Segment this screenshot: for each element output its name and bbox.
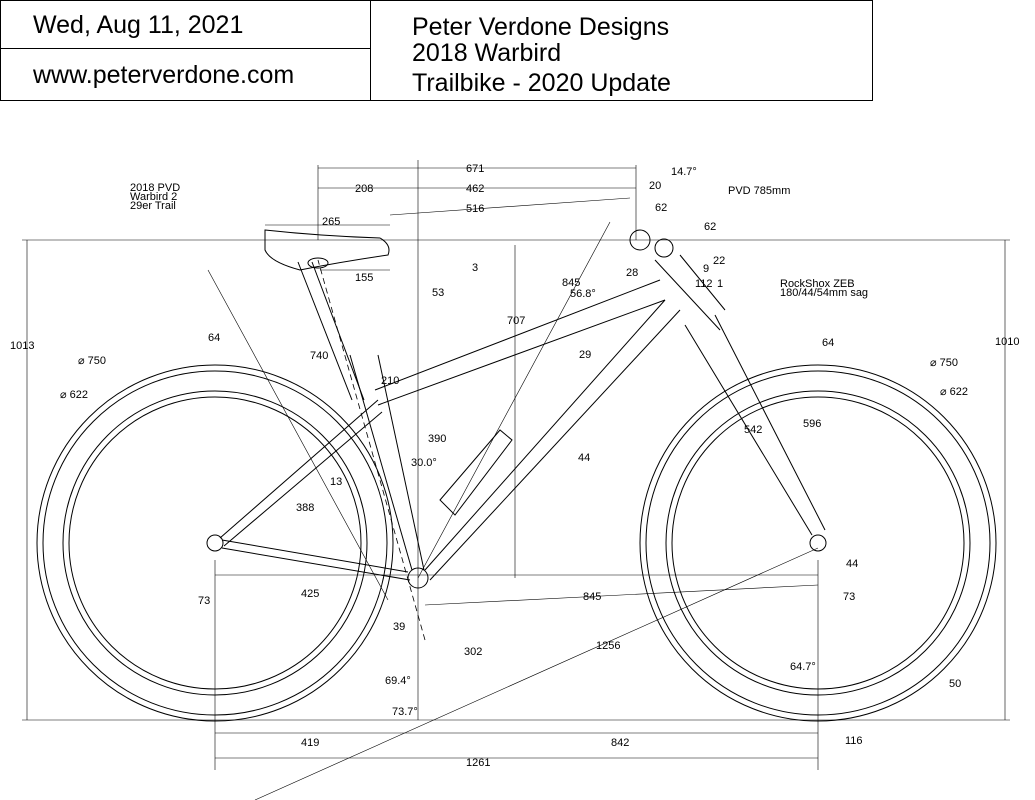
header-title-line3: Trailbike - 2020 Update — [412, 69, 671, 97]
dim-label: 22 — [713, 255, 725, 267]
dim-label: 50 — [949, 678, 961, 690]
dim-label: 3 — [472, 262, 478, 274]
dim-label: 39 — [393, 621, 405, 633]
dim-label: 155 — [355, 272, 373, 284]
dim-label: 208 — [355, 183, 373, 195]
dim-label: 1256 — [596, 640, 620, 652]
dim-label: 671 — [466, 163, 484, 175]
header-website: www.peterverdone.com — [33, 61, 295, 89]
dim-label: 53 — [432, 287, 444, 299]
dim-label: 842 — [611, 737, 629, 749]
dim-label: 14.7° — [671, 166, 697, 178]
note-line2: Warbird 2 — [130, 191, 177, 203]
dim-label: 516 — [466, 203, 484, 215]
dim-label: 56.8° — [570, 288, 596, 300]
dim-label: 73 — [843, 591, 855, 603]
dim-label: 116 — [845, 735, 863, 747]
rear-wheel — [36, 364, 394, 722]
fork-callout-line1: RockShox ZEB — [780, 278, 855, 290]
dim-label: 425 — [301, 588, 319, 600]
dim-label: 64.7° — [790, 661, 816, 673]
header-title-line1: Peter Verdone Designs — [412, 13, 670, 41]
dim-label: 542 — [744, 424, 762, 436]
frame — [219, 229, 826, 641]
reference-lines — [22, 160, 1010, 800]
dim-label: ⌀ 750 — [930, 357, 958, 369]
note-line1: 2018 PVD — [130, 182, 180, 194]
dim-label: 30.0° — [411, 457, 437, 469]
dim-label: 62 — [704, 221, 716, 233]
dim-label: 1261 — [466, 757, 490, 769]
dim-label: 69.4° — [385, 675, 411, 687]
dim-label: 44 — [578, 452, 590, 464]
dim-label: 302 — [464, 646, 482, 658]
dim-label: 9 — [703, 263, 709, 275]
dim-label: 73.7° — [392, 706, 418, 718]
header-date: Wed, Aug 11, 2021 — [33, 11, 244, 39]
dim-label: 707 — [507, 315, 525, 327]
header-title-line2: 2018 Warbird — [412, 39, 562, 67]
dim-label: ⌀ 622 — [60, 389, 88, 401]
dim-label: 596 — [803, 418, 821, 430]
dim-label: 28 — [626, 267, 638, 279]
dimension-labels: 2018 PVD Warbird 2 29er Trail PVD 785mm … — [10, 163, 1019, 769]
header-title-box — [370, 0, 873, 101]
dim-label: ⌀ 622 — [940, 386, 968, 398]
front-wheel — [639, 364, 997, 722]
bar-callout: PVD 785mm — [728, 185, 790, 197]
note-line3: 29er Trail — [130, 200, 176, 212]
dim-label: 462 — [466, 183, 484, 195]
dimension-lines — [215, 167, 819, 759]
dim-label: 388 — [296, 502, 314, 514]
dim-label: 740 — [310, 350, 328, 362]
dim-label: 265 — [322, 216, 340, 228]
dim-label: 390 — [428, 433, 446, 445]
dim-label: 112 — [695, 278, 713, 290]
dim-label: 64 — [822, 337, 834, 349]
dim-label: 845 — [562, 277, 580, 289]
dim-label: 62 — [655, 202, 667, 214]
dim-label: 64 — [208, 332, 220, 344]
dim-label: 1 — [717, 278, 723, 290]
dim-label: 44 — [846, 558, 858, 570]
dim-label: 73 — [198, 595, 210, 607]
dim-label: 210 — [381, 375, 399, 387]
dim-label: 845 — [583, 591, 601, 603]
dim-label: 13 — [330, 476, 342, 488]
dim-label: ⌀ 750 — [78, 355, 106, 367]
dim-label: 419 — [301, 737, 319, 749]
fork-callout-line2: 180/44/54mm sag — [780, 287, 868, 299]
dim-label: 1013 — [10, 340, 34, 352]
dim-label: 20 — [649, 180, 661, 192]
dim-label: 1010 — [995, 336, 1019, 348]
dim-label: 29 — [579, 349, 591, 361]
